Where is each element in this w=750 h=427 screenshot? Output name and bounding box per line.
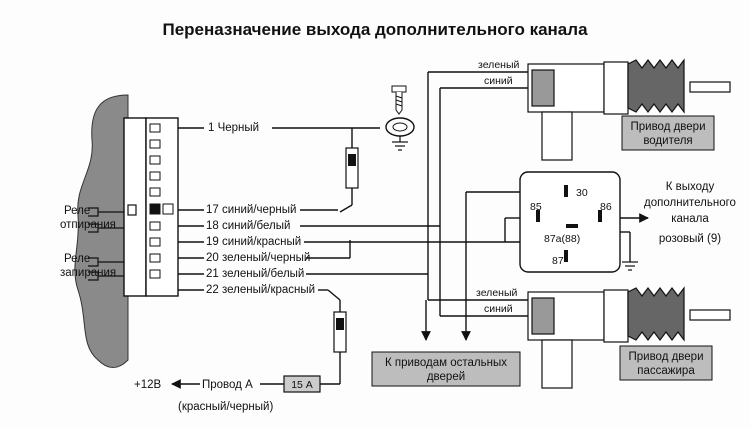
relay-box xyxy=(519,171,621,273)
relay-wiring xyxy=(504,213,649,262)
unlock-relay-label-1: Реле xyxy=(64,205,90,217)
wire-leaders xyxy=(178,127,204,291)
relay-pin-30: 30 xyxy=(576,187,588,199)
driver-caption-2: водителя xyxy=(643,135,692,147)
lock-relay-symbol xyxy=(88,257,124,281)
other-doors-label-2: дверей xyxy=(427,371,465,383)
fuse-box xyxy=(283,375,321,393)
passenger-wire-blue-label: синий xyxy=(484,303,513,315)
aux-output-label-4: розовый (9) xyxy=(659,233,721,245)
wire-1-path xyxy=(272,127,380,213)
passenger-actuator xyxy=(527,286,731,389)
unlock-relay-label-2: отпирания xyxy=(60,219,116,231)
wire-label-20: 20 зеленый/черный xyxy=(206,252,310,264)
alarm-unit-body xyxy=(74,94,129,368)
power-voltage: +12В xyxy=(134,379,162,391)
power-wire-color: (красный/черный) xyxy=(178,401,273,413)
lock-relay-label-2: запирания xyxy=(60,267,116,279)
driver-actuator xyxy=(527,58,731,161)
wire-20-path xyxy=(306,240,351,259)
other-doors-arrows xyxy=(421,191,520,341)
passenger-caption-box xyxy=(619,345,713,381)
wire-label-17: 17 синий/черный xyxy=(206,204,296,216)
lock-relay-label-1: Реле xyxy=(64,253,90,265)
passenger-wire-green-label: зеленый xyxy=(476,287,517,299)
fuse-label: 15 А xyxy=(291,379,313,391)
other-doors-box xyxy=(371,351,521,387)
relay-pins xyxy=(536,185,602,262)
wire-label-21: 21 зеленый/белый xyxy=(206,268,304,280)
aux-output-label-2: дополнительного xyxy=(644,197,736,209)
relay-pin-87a: 87a(88) xyxy=(544,233,580,245)
aux-output-label-1: К выходу xyxy=(666,181,715,193)
wire-18-path xyxy=(300,87,530,227)
screw-icon xyxy=(391,85,407,115)
driver-caption-box xyxy=(621,115,715,151)
wire-label-22: 22 зеленый/красный xyxy=(206,284,315,296)
passenger-caption-1: Привод двери xyxy=(628,351,703,363)
ground-icon xyxy=(392,136,408,151)
relay-pin-85: 85 xyxy=(530,201,542,213)
driver-caption-1: Привод двери xyxy=(630,121,705,133)
unlock-relay-symbol xyxy=(88,204,137,233)
driver-wire-green-label: зеленый xyxy=(478,59,519,71)
wire-1-splice-core xyxy=(348,154,356,166)
wire-22-splice-core xyxy=(336,318,344,330)
wire-21-path xyxy=(306,71,530,275)
driver-wire-blue-label: синий xyxy=(484,75,513,87)
power-wire-label: Провод А xyxy=(202,379,253,391)
other-doors-label-1: К приводам остальных xyxy=(385,357,507,369)
wire-22-path xyxy=(318,289,341,385)
aux-output-label-3: канала xyxy=(671,213,709,225)
relay-pin-87: 87 xyxy=(552,255,564,267)
diagram-title: Переназначение выхода дополнительного ка… xyxy=(162,20,588,39)
wire-label-19: 19 синий/красный xyxy=(206,236,301,248)
relay-pin-86: 86 xyxy=(600,201,612,213)
wire-label-1: 1 Черный xyxy=(208,122,259,134)
wire-label-18: 18 синий/белый xyxy=(206,220,290,232)
relay-ground-icon xyxy=(622,261,638,271)
passenger-wires xyxy=(427,226,528,317)
passenger-caption-2: пассажира xyxy=(637,365,695,377)
connector-pin-slots xyxy=(149,123,174,279)
